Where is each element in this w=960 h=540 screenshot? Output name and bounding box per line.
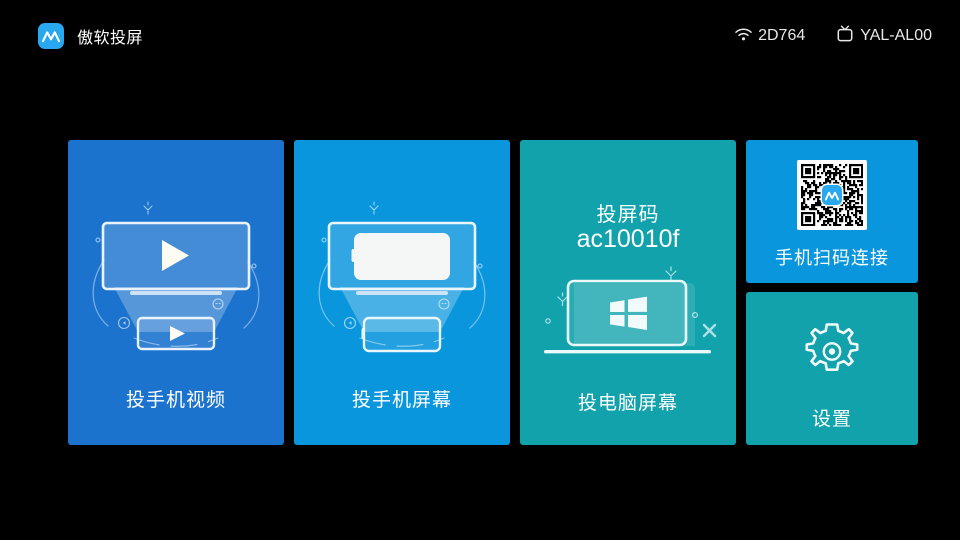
card-label-scan-qr-connect: 手机扫码连接 [775,248,889,268]
tv-play-to-phone-illustration [92,201,260,351]
card-cast-phone-screen[interactable]: 投手机屏幕 [294,140,510,445]
cast-code-value: ac10010f [576,225,680,253]
tv-mirror-phone-illustration [318,201,486,353]
card-label-cast-phone-screen: 投手机屏幕 [351,390,452,411]
card-cast-phone-video[interactable]: 投手机视频 [68,140,284,445]
card-label-settings: 设置 [811,409,852,430]
device-status: YAL-AL00 [835,25,932,48]
app-title: 傲软投屏 [77,30,144,47]
card-label-cast-phone-video: 投手机视频 [125,390,226,411]
mountain-logo-icon [38,23,64,49]
device-name-label: YAL-AL00 [860,27,932,44]
qr-center-logo-icon [822,185,842,205]
wifi-ssid-label: 2D764 [758,27,806,44]
status-area: 2D764 YAL-AL00 [734,25,932,48]
windows-laptop-illustration [544,266,717,354]
top-bar: 傲软投屏 2D764 YAL-AL00 [0,0,960,72]
card-grid: 投手机视频 投手机 [68,140,918,445]
wifi-icon [734,26,753,47]
cast-code-title: 投屏码 [596,204,660,226]
wifi-status: 2D764 [734,26,805,47]
card-cast-pc-screen[interactable]: 投屏码 ac10010f 投电脑屏幕 [520,140,736,445]
tv-icon [835,25,855,48]
card-settings[interactable]: 设置 [746,292,918,445]
gear-icon [799,320,865,391]
app-brand: 傲软投屏 [38,23,143,49]
qr-code-icon[interactable] [797,160,867,230]
card-label-cast-pc-screen: 投电脑屏幕 [577,393,678,414]
card-scan-qr-connect[interactable]: 手机扫码连接 [746,140,918,283]
